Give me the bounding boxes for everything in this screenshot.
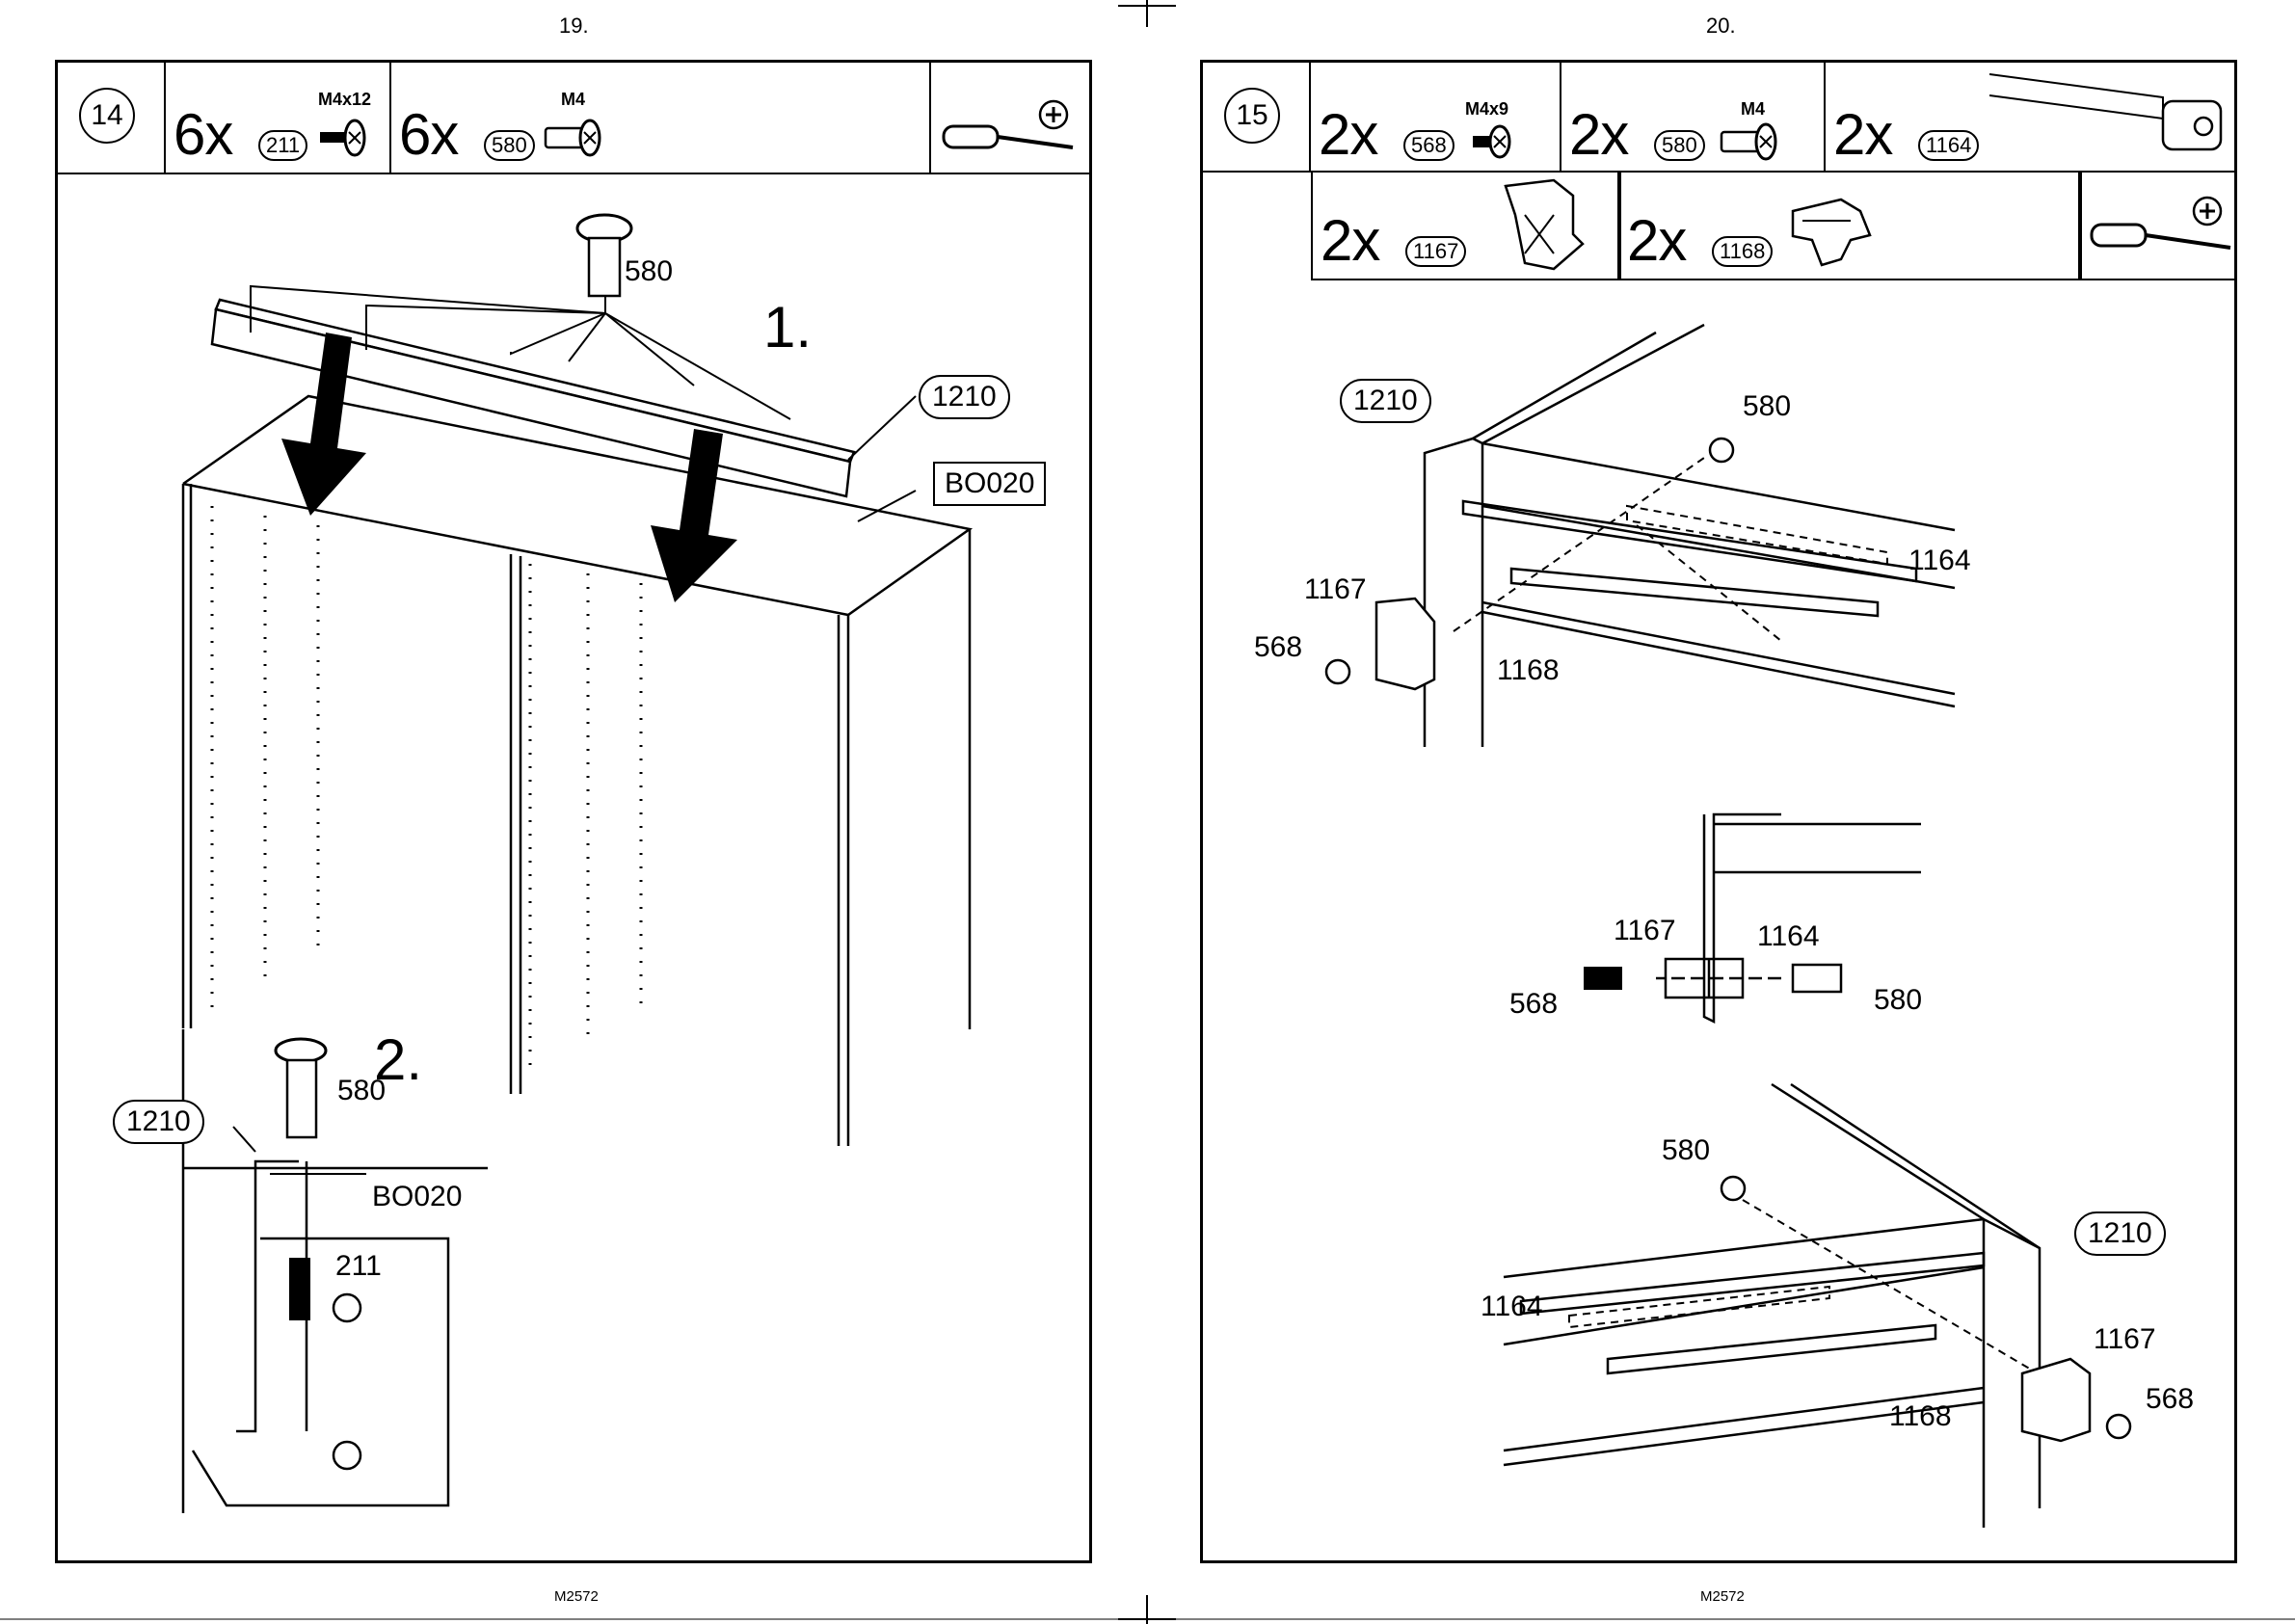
crop-marks — [0, 0, 2295, 1624]
